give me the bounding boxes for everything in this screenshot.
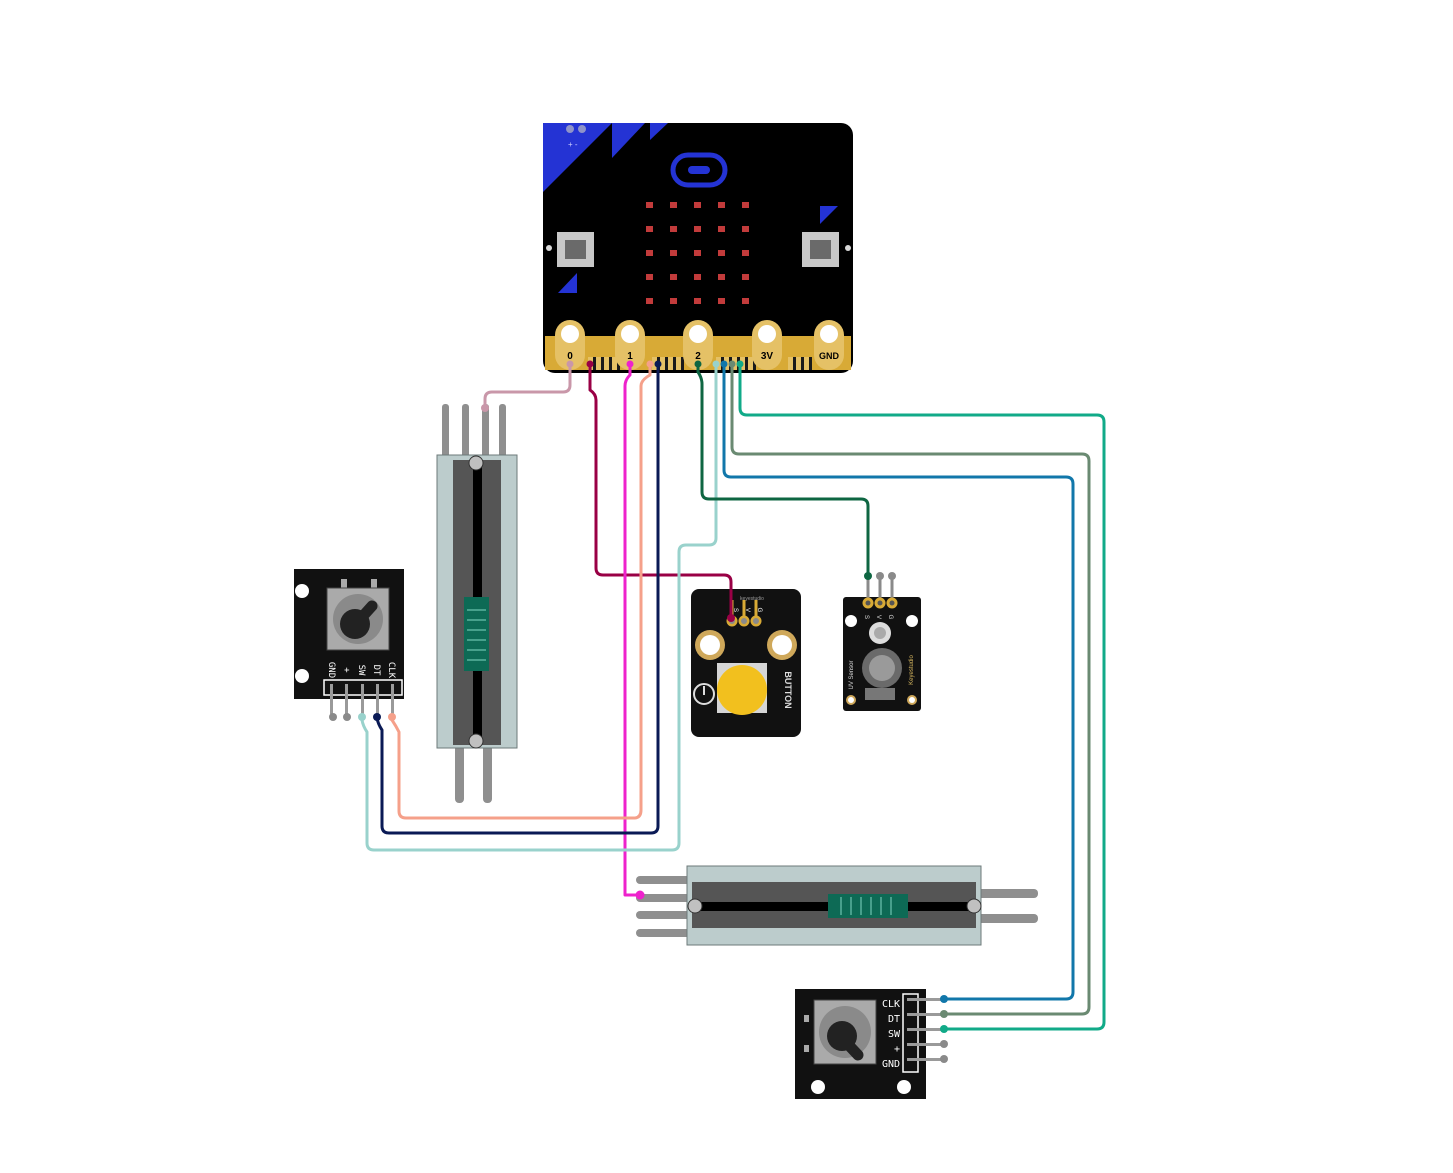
wires xyxy=(360,363,1106,1031)
edge-pin xyxy=(804,357,809,370)
led xyxy=(646,250,653,256)
slide-potentiometer-horizontal[interactable] xyxy=(636,865,1038,946)
pin-3v-pad[interactable] xyxy=(752,320,782,370)
encoder-pin-label: CLK xyxy=(386,662,396,679)
header-pin xyxy=(878,578,882,598)
header-pin-label: G xyxy=(756,608,762,613)
edge-pin xyxy=(788,357,793,370)
rotary-encoder-right[interactable]: CLK DT SW + GND xyxy=(795,989,945,1099)
uv-sensor-brand: Keyestudio xyxy=(909,654,915,684)
led xyxy=(646,298,653,304)
header-pin-label: S xyxy=(863,615,869,619)
led xyxy=(718,274,725,280)
edge-pin xyxy=(796,357,801,370)
header-pin xyxy=(890,578,894,598)
led xyxy=(718,202,725,208)
header-pin xyxy=(754,600,758,616)
wire-left-encoder-plus[interactable] xyxy=(390,363,652,820)
led xyxy=(718,298,725,304)
encoder-pin-label: + xyxy=(341,667,351,673)
rotary-encoder-left[interactable]: CLK DT SW + GND xyxy=(294,569,404,714)
wire-right-encoder-dt[interactable] xyxy=(730,363,1091,1016)
pin-3v-label: 3V xyxy=(761,351,774,362)
led xyxy=(694,202,701,208)
edge-pin xyxy=(596,357,601,370)
led xyxy=(742,298,749,304)
led xyxy=(694,274,701,280)
header-pin-label: V xyxy=(744,608,750,612)
led xyxy=(646,274,653,280)
header-pin-label: V xyxy=(875,615,881,619)
slide-potentiometer-vertical[interactable] xyxy=(436,404,518,803)
microbit-board[interactable]: + - 0 1 xyxy=(543,123,853,373)
encoder-pin-label: GND xyxy=(326,662,336,678)
button-module-label: BUTTON xyxy=(783,671,793,708)
led xyxy=(694,298,701,304)
pin-0-pad[interactable] xyxy=(555,320,585,370)
encoder-pin-label: CLK xyxy=(882,999,900,1010)
header-pin-label: G xyxy=(887,615,893,620)
wire-p2-uv[interactable] xyxy=(696,363,870,578)
header-pin-label: S xyxy=(732,608,738,612)
edge-pin xyxy=(652,357,657,370)
led xyxy=(694,250,701,256)
wire-right-encoder-sw[interactable] xyxy=(738,363,1106,1031)
pin-0-label: 0 xyxy=(567,351,573,362)
push-button-module[interactable]: keyestudio S V G BUTTON xyxy=(691,589,801,737)
pin-gnd-pad[interactable] xyxy=(814,320,844,370)
uv-sensor-label: UV Sensor xyxy=(849,660,855,689)
pin-2-label: 2 xyxy=(695,351,701,362)
wire-p0-left-slider[interactable] xyxy=(483,363,572,410)
led xyxy=(670,250,677,256)
led xyxy=(742,226,749,232)
power-icon xyxy=(693,683,715,705)
microbit-logo-icon xyxy=(670,152,728,188)
led-matrix xyxy=(646,202,749,304)
edge-pin xyxy=(676,357,681,370)
led xyxy=(646,202,653,208)
uv-sensor-module[interactable]: S V G UV Sensor Keyestudio xyxy=(843,578,921,711)
edge-pin xyxy=(668,357,673,370)
wire-left-encoder-dt[interactable] xyxy=(360,363,718,852)
led xyxy=(670,226,677,232)
edge-pin xyxy=(748,357,753,370)
led xyxy=(742,202,749,208)
encoder-pin-label: + xyxy=(894,1044,900,1055)
button-a-triangle-icon xyxy=(558,273,577,293)
led xyxy=(718,250,725,256)
slider-knob[interactable] xyxy=(828,894,908,918)
led xyxy=(646,226,653,232)
pin-1-label: 1 xyxy=(627,351,633,362)
encoder-pin-label: DT xyxy=(371,665,381,676)
header-pin xyxy=(742,600,746,616)
led xyxy=(718,226,725,232)
encoder-pin-label: GND xyxy=(882,1059,900,1070)
pin-1-pad[interactable] xyxy=(615,320,645,370)
led xyxy=(670,274,677,280)
header-pin xyxy=(866,578,870,598)
wire-p1-bottom-slider[interactable] xyxy=(623,363,642,897)
edge-pin xyxy=(604,357,609,370)
yellow-button-cap[interactable] xyxy=(717,665,767,715)
edge-pin xyxy=(612,357,617,370)
led xyxy=(694,226,701,232)
led xyxy=(742,250,749,256)
pin-2-pad[interactable] xyxy=(683,320,713,370)
edge-pin xyxy=(660,357,665,370)
wire-left-encoder-sw[interactable] xyxy=(375,363,660,835)
encoder-pin-label: DT xyxy=(888,1014,900,1025)
wire-right-encoder-clk[interactable] xyxy=(722,363,1075,1001)
encoder-pin-label: SW xyxy=(888,1029,901,1040)
led xyxy=(670,202,677,208)
button-b-triangle-icon xyxy=(820,206,838,224)
led xyxy=(670,298,677,304)
battery-label: + - xyxy=(568,140,578,149)
led xyxy=(742,274,749,280)
button-brand-label: keyestudio xyxy=(740,596,764,602)
encoder-pin-label: SW xyxy=(356,665,366,676)
pin-gnd-label: GND xyxy=(819,351,840,361)
wire-p0-button[interactable] xyxy=(588,363,733,620)
